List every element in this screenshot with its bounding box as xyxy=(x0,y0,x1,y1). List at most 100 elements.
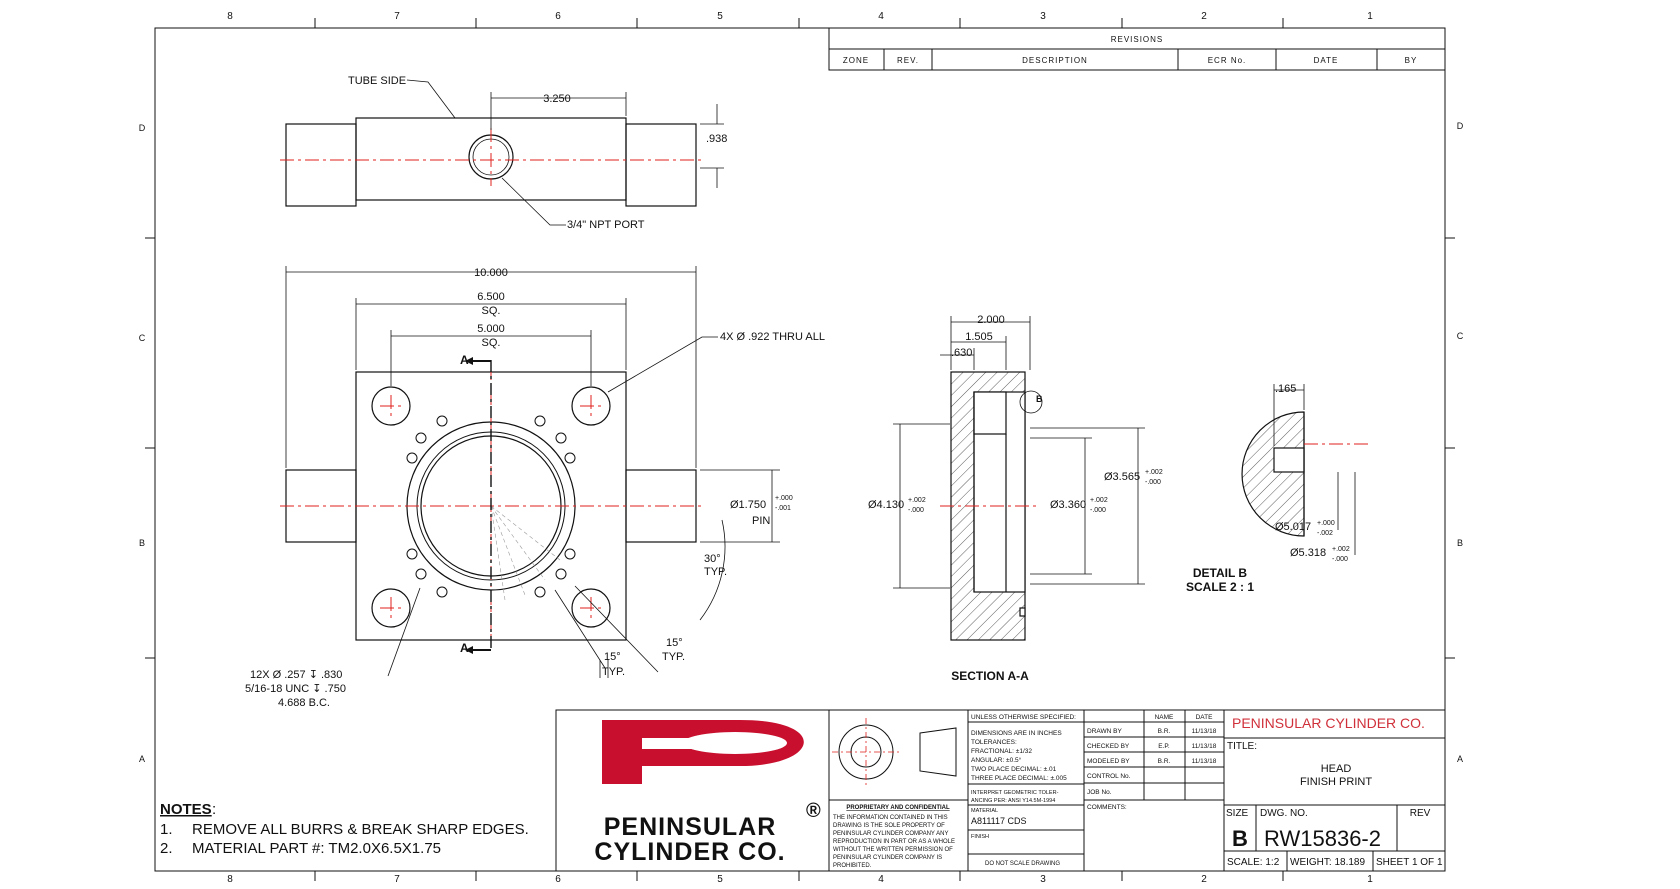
rev-label: REV xyxy=(1410,808,1431,819)
rev-header-zone: ZONE xyxy=(843,56,869,65)
tolerance-block: UNLESS OTHERWISE SPECIFIED: DIMENSIONS A… xyxy=(971,714,1076,867)
angle-15a-typ: TYP. xyxy=(662,651,685,663)
rev-header-description: DESCRIPTION xyxy=(1022,56,1088,65)
dia-5017-tol-lower: -.002 xyxy=(1317,530,1333,537)
approval-row-label: MODELED BY xyxy=(1087,758,1130,765)
title-block-frame xyxy=(555,709,1446,872)
gdt-line: INTERPRET GEOMETRIC TOLER- xyxy=(971,790,1059,796)
section-view-labels: 2.000 1.505 .630 B Ø4.130 +.002 -.000 Ø3… xyxy=(868,314,1163,683)
company-name: PENINSULAR CYLINDER CO. xyxy=(1232,715,1425,731)
notes: NOTES : 1. REMOVE ALL BURRS & BREAK SHAR… xyxy=(160,801,529,857)
detail-label-2: SCALE 2 : 1 xyxy=(1186,580,1254,594)
section-arrows xyxy=(465,357,473,654)
zone-left-label: B xyxy=(139,538,145,548)
tapped-holes-callout-1: 12X Ø .257 ↧ .830 xyxy=(250,669,342,681)
zone-bottom-label: 3 xyxy=(1040,874,1046,885)
proprietary-line: PENINSULAR CYLINDER COMPANY ANY xyxy=(833,831,948,837)
zone-right-label: D xyxy=(1457,121,1464,131)
approval-row-label: JOB No. xyxy=(1087,789,1112,796)
tolerance-line: ANGULAR: ±0.5° xyxy=(971,756,1022,764)
zone-top-label: 3 xyxy=(1040,11,1046,22)
dim-6500: 6.500 xyxy=(477,291,505,303)
approval-row-label: CHECKED BY xyxy=(1087,743,1130,750)
npt-port-label: 3/4" NPT PORT xyxy=(567,219,645,231)
gdt-line: ANCING PER: ANSI Y14.5M-1994 xyxy=(971,798,1055,804)
zone-left-label: A xyxy=(139,754,145,764)
dia-4130-tol-lower: -.000 xyxy=(908,507,924,514)
dim-165: .165 xyxy=(1275,383,1296,395)
approval-row-date: 11/13/18 xyxy=(1192,758,1217,765)
approval-row-name: E.P. xyxy=(1158,743,1170,750)
top-view-centerlines xyxy=(280,128,702,186)
pin-tol-lower: -.001 xyxy=(775,505,791,512)
approval-row-label: DRAWN BY xyxy=(1087,728,1122,735)
title-label: TITLE: xyxy=(1227,741,1257,752)
approval-row-date: 11/13/18 xyxy=(1192,743,1217,750)
size-value: B xyxy=(1232,826,1248,851)
zone-bottom-label: 6 xyxy=(555,874,561,885)
zone-labels-right: D C B A xyxy=(1457,121,1464,764)
section-marker-top: A xyxy=(460,353,469,367)
angle-30-label: 30° xyxy=(704,553,721,565)
tolerance-line: THREE PLACE DECIMAL: ±.005 xyxy=(971,775,1067,782)
tolerance-heading: UNLESS OTHERWISE SPECIFIED: xyxy=(971,714,1076,721)
notes-heading: NOTES xyxy=(160,801,212,818)
dia-5318-tol-upper: +.002 xyxy=(1332,546,1350,553)
approval-grid: NAME DATE DRAWN BY B.R. 11/13/18 CHECKED… xyxy=(1087,714,1217,811)
dim-10000: 10.000 xyxy=(474,267,508,279)
zone-left-label: D xyxy=(139,123,146,133)
proprietary-line: WITHOUT THE WRITTEN PERMISSION OF xyxy=(833,847,953,853)
detail-marker: B xyxy=(1036,394,1043,404)
dia-3360: Ø3.360 xyxy=(1050,499,1086,511)
section-line xyxy=(473,360,492,651)
proprietary-heading: PROPRIETARY AND CONFIDENTIAL xyxy=(846,805,950,811)
material-label: MATERIAL xyxy=(971,808,998,814)
dia-3360-tol-upper: +.002 xyxy=(1090,497,1108,504)
front-view-labels: 10.000 6.500 SQ. 5.000 SQ. 4X Ø .922 THR… xyxy=(245,267,825,709)
revisions-title: REVISIONS xyxy=(1111,35,1164,44)
note-1-num: 1. xyxy=(160,821,173,838)
dia-5017: Ø5.017 xyxy=(1275,521,1311,533)
title-line-1: HEAD xyxy=(1321,763,1352,775)
zone-top-label: 5 xyxy=(717,11,723,22)
section-view xyxy=(950,371,1043,641)
material-value: A811117 CDS xyxy=(971,816,1027,826)
no-scale-note: DO NOT SCALE DRAWING xyxy=(985,861,1060,867)
detail-label-1: DETAIL B xyxy=(1193,566,1248,580)
company-logo: PENINSULAR CYLINDER CO. ® xyxy=(594,720,821,866)
projection-centerlines xyxy=(832,718,900,786)
dim-6500-sq: SQ. xyxy=(482,305,501,317)
angle-15b-typ: TYP. xyxy=(602,666,625,678)
dim-3250: 3.250 xyxy=(543,93,571,105)
dim-938: .938 xyxy=(706,133,727,145)
date-column-header: DATE xyxy=(1196,714,1214,721)
dim-2000: 2.000 xyxy=(977,314,1005,326)
dia-3360-tol-lower: -.000 xyxy=(1090,507,1106,514)
dia-3565: Ø3.565 xyxy=(1104,471,1140,483)
dia-3565-tol-lower: -.000 xyxy=(1145,479,1161,486)
dia-4130: Ø4.130 xyxy=(868,499,904,511)
note-2-num: 2. xyxy=(160,840,173,857)
zone-labels-top: 8 7 6 5 4 3 2 1 xyxy=(227,11,1373,22)
zone-top-label: 8 xyxy=(227,11,233,22)
dia-5318: Ø5.318 xyxy=(1290,547,1326,559)
dia-4130-tol-upper: +.002 xyxy=(908,497,926,504)
registered-mark: ® xyxy=(806,800,821,822)
approval-row-label: CONTROL No. xyxy=(1087,773,1131,780)
zone-labels-bottom: 8 7 6 5 4 3 2 1 xyxy=(227,874,1373,885)
scale-field: SCALE: 1:2 xyxy=(1227,857,1280,868)
logo-text-line2: CYLINDER CO. xyxy=(594,838,785,866)
dim-5000: 5.000 xyxy=(477,323,505,335)
note-2-text: MATERIAL PART #: TM2.0X6.5X1.75 xyxy=(192,840,441,857)
zone-bottom-label: 4 xyxy=(878,874,884,885)
dia-5318-tol-lower: -.000 xyxy=(1332,556,1348,563)
zone-labels-left: D C B A xyxy=(139,123,146,764)
top-view-labels: TUBE SIDE 3.250 .938 3/4" NPT PORT xyxy=(348,75,727,231)
section-label: SECTION A-A xyxy=(951,669,1029,683)
thru-holes-callout: 4X Ø .922 THRU ALL xyxy=(720,331,825,343)
title-block-right: PENINSULAR CYLINDER CO. TITLE: HEAD FINI… xyxy=(1226,715,1443,868)
revisions-text: REVISIONS ZONE REV. DESCRIPTION ECR No. … xyxy=(843,35,1416,65)
proprietary-notice: PROPRIETARY AND CONFIDENTIAL THE INFORMA… xyxy=(833,805,955,869)
front-view-dims xyxy=(285,266,780,678)
tapped-holes-callout-2: 5/16-18 UNC ↧ .750 xyxy=(245,683,346,695)
